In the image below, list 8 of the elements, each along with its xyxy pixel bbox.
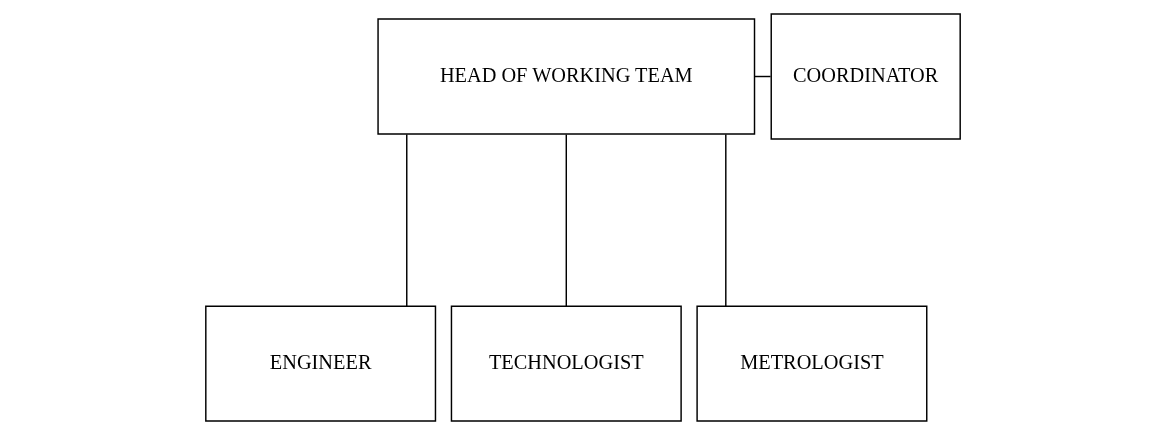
node-box: ENGINEER — [204, 305, 436, 422]
node-box: HEAD OF WORKING TEAM — [376, 18, 755, 135]
node-box: COORDINATOR — [770, 13, 961, 140]
connector — [565, 133, 567, 307]
node-box: TECHNOLOGIST — [450, 305, 682, 422]
connector — [724, 133, 727, 307]
connector — [405, 133, 407, 307]
node-box: METROLOGIST — [695, 305, 927, 422]
